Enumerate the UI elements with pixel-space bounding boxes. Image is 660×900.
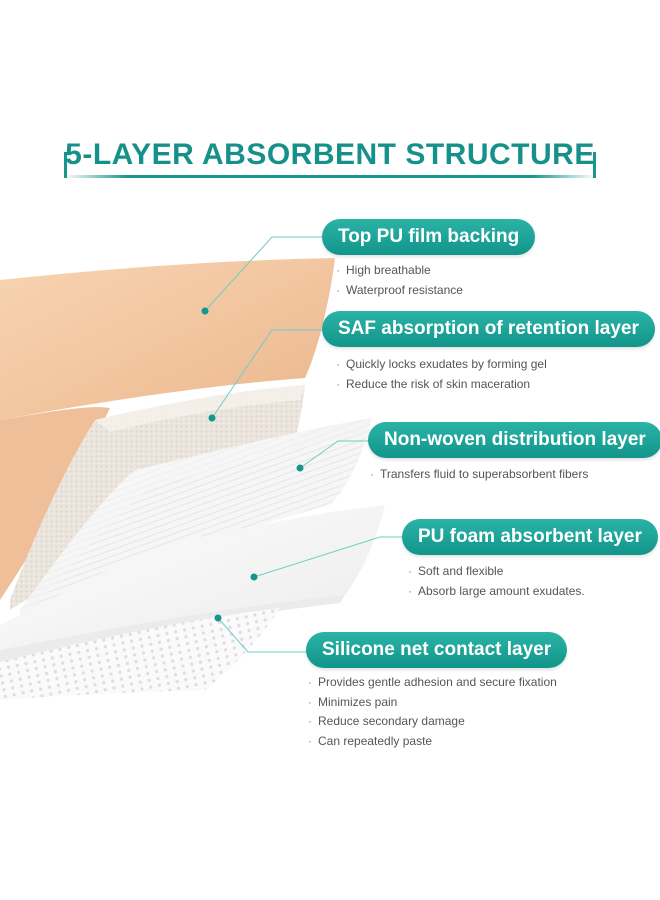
title-underline: [64, 175, 596, 178]
label-saf-retention-layer: SAF absorption of retention layer: [322, 311, 655, 347]
bullet-item: ·Waterproof resistance: [336, 282, 463, 297]
leader-line-nonwoven: [299, 440, 372, 469]
marker-dot-nonwoven: [296, 464, 304, 472]
marker-dot-saf: [208, 414, 216, 422]
page-title: 5-LAYER ABSORBENT STRUCTURE: [65, 138, 595, 171]
layer-pu-film: [0, 258, 335, 420]
marker-dot-silicone: [214, 614, 222, 622]
leader-line-film: [204, 236, 322, 312]
title-bracket-right: [593, 152, 596, 178]
bullet-item: ·Quickly locks exudates by forming gel: [336, 357, 547, 371]
bullet-item: ·Absorb large amount exudates.: [408, 583, 585, 598]
leader-line-saf: [211, 329, 322, 419]
marker-dot-foam: [250, 573, 258, 581]
bullets-pu-film-backing: ·High breathable ·Waterproof resistance: [336, 261, 463, 300]
bullet-item: ·Soft and flexible: [408, 564, 504, 578]
leader-line-silicone: [217, 617, 306, 653]
label-nonwoven-distribution-layer: Non-woven distribution layer: [368, 422, 660, 458]
bullet-item: ·Transfers fluid to superabsorbent fiber…: [370, 467, 589, 481]
label-pu-foam-absorbent-layer: PU foam absorbent layer: [402, 519, 658, 555]
bullets-saf-retention-layer: ·Quickly locks exudates by forming gel ·…: [336, 355, 547, 394]
label-pu-film-backing: Top PU film backing: [322, 219, 536, 255]
label-silicone-net-contact-layer: Silicone net contact layer: [306, 632, 568, 668]
bullet-item: ·Reduce the risk of skin maceration: [336, 376, 531, 391]
bullets-nonwoven-distribution-layer: ·Transfers fluid to superabsorbent fiber…: [370, 465, 588, 485]
title-banner: 5-LAYER ABSORBENT STRUCTURE: [64, 132, 596, 180]
bullet-item: ·Reduce secondary damage: [308, 714, 465, 728]
title-bracket-left: [64, 152, 67, 178]
leader-line-foam: [253, 536, 404, 578]
bullets-pu-foam-absorbent-layer: ·Soft and flexible ·Absorb large amount …: [408, 562, 585, 601]
layer-silicone-net: [0, 608, 280, 700]
bullet-item: ·High breathable: [336, 263, 431, 277]
layer-pu-foam: [0, 505, 385, 650]
bullet-item: ·Minimizes pain: [308, 694, 398, 709]
marker-dot-film: [201, 307, 209, 315]
bullet-item: ·Can repeatedly paste: [308, 733, 433, 748]
bullet-item: ·Provides gentle adhesion and secure fix…: [308, 675, 557, 689]
bullets-silicone-net-contact-layer: ·Provides gentle adhesion and secure fix…: [308, 673, 557, 751]
